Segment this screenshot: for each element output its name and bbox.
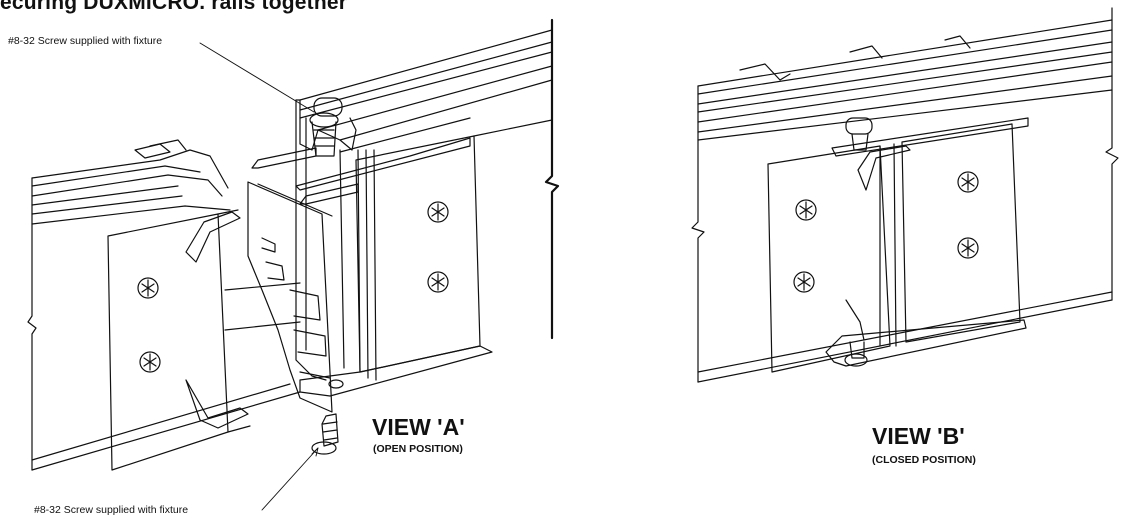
spring-clip-bottom	[186, 380, 248, 428]
callout-top-label: #8-32 Screw supplied with fixture	[8, 35, 163, 47]
view-b-subtitle: (CLOSED POSITION)	[872, 454, 976, 466]
view-a-right-rail	[252, 20, 558, 396]
callout-bottom-label: #8-32 Screw supplied with fixture	[34, 504, 189, 516]
top-screw-icon	[846, 118, 872, 150]
screw-icon	[138, 278, 158, 298]
screw-icon	[140, 352, 160, 372]
page-title: ecuring DUXMICRO. rails together	[0, 0, 348, 14]
view-a-connector-bracket	[248, 182, 332, 412]
view-a-title: VIEW 'A'	[372, 414, 465, 440]
screw-icon	[794, 272, 814, 292]
top-screw-icon	[310, 98, 342, 156]
callout-leader-top	[200, 43, 314, 112]
view-a-left-plate	[108, 210, 250, 470]
callout-leader-bottom	[262, 448, 318, 510]
screw-icon	[958, 238, 978, 258]
screw-icon	[428, 272, 448, 292]
view-a-left-rail	[28, 140, 300, 470]
screw-icon	[428, 202, 448, 222]
alignment-pin	[300, 184, 358, 204]
screw-icon	[796, 200, 816, 220]
view-b-rail	[692, 8, 1118, 382]
view-a-subtitle: (OPEN POSITION)	[373, 443, 463, 455]
bottom-screw-icon	[845, 342, 867, 366]
screw-icon	[958, 172, 978, 192]
view-b-title: VIEW 'B'	[872, 423, 965, 449]
bottom-screw-icon	[312, 414, 338, 454]
spring-clip-top	[186, 212, 240, 262]
